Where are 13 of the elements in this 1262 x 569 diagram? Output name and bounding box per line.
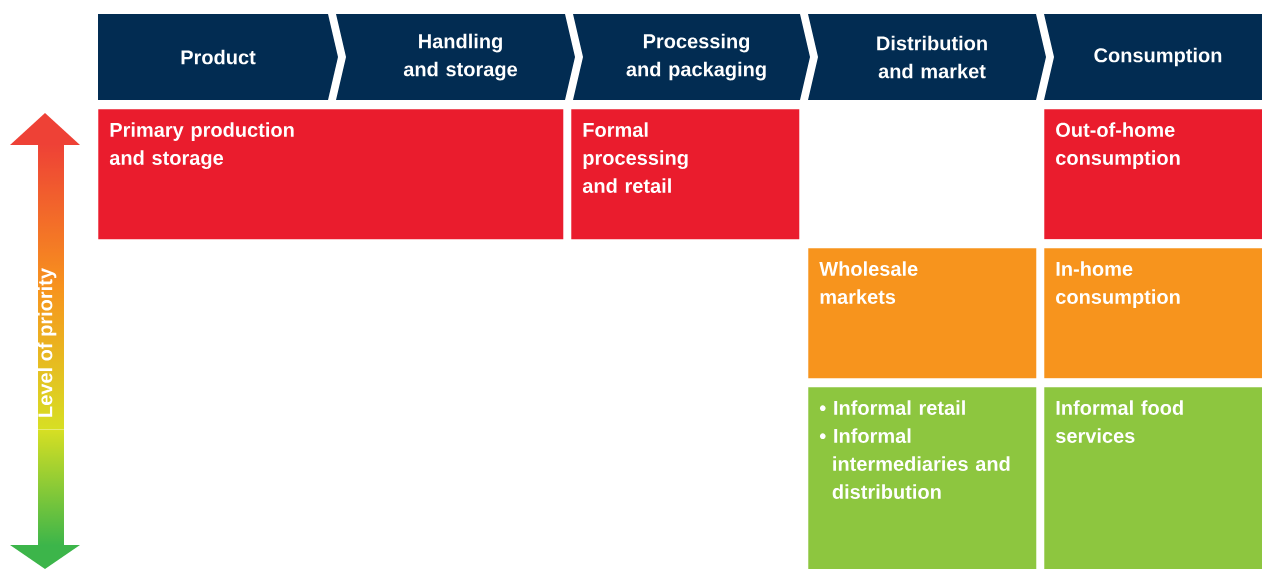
category-box: • Informal retail • Informal intermediaries and distribution	[808, 387, 1037, 569]
category-box: Formal processing and retail	[571, 109, 800, 240]
category-box: In-home consumption	[1044, 248, 1262, 379]
chevron-header: Handling and storage	[336, 14, 575, 100]
chevron-header: Consumption	[1044, 14, 1262, 100]
chevron-header: Processing and packaging	[573, 14, 810, 100]
category-box: Primary production and storage	[98, 109, 564, 240]
axis-label: Level of priority	[37, 268, 57, 417]
category-box: Informal food services	[1044, 387, 1262, 569]
chevron-header: Distribution and market	[808, 14, 1046, 100]
chevron-header: Product	[98, 14, 338, 100]
category-box: Wholesale markets	[808, 248, 1037, 379]
category-box: Out-of-home consumption	[1044, 109, 1262, 240]
